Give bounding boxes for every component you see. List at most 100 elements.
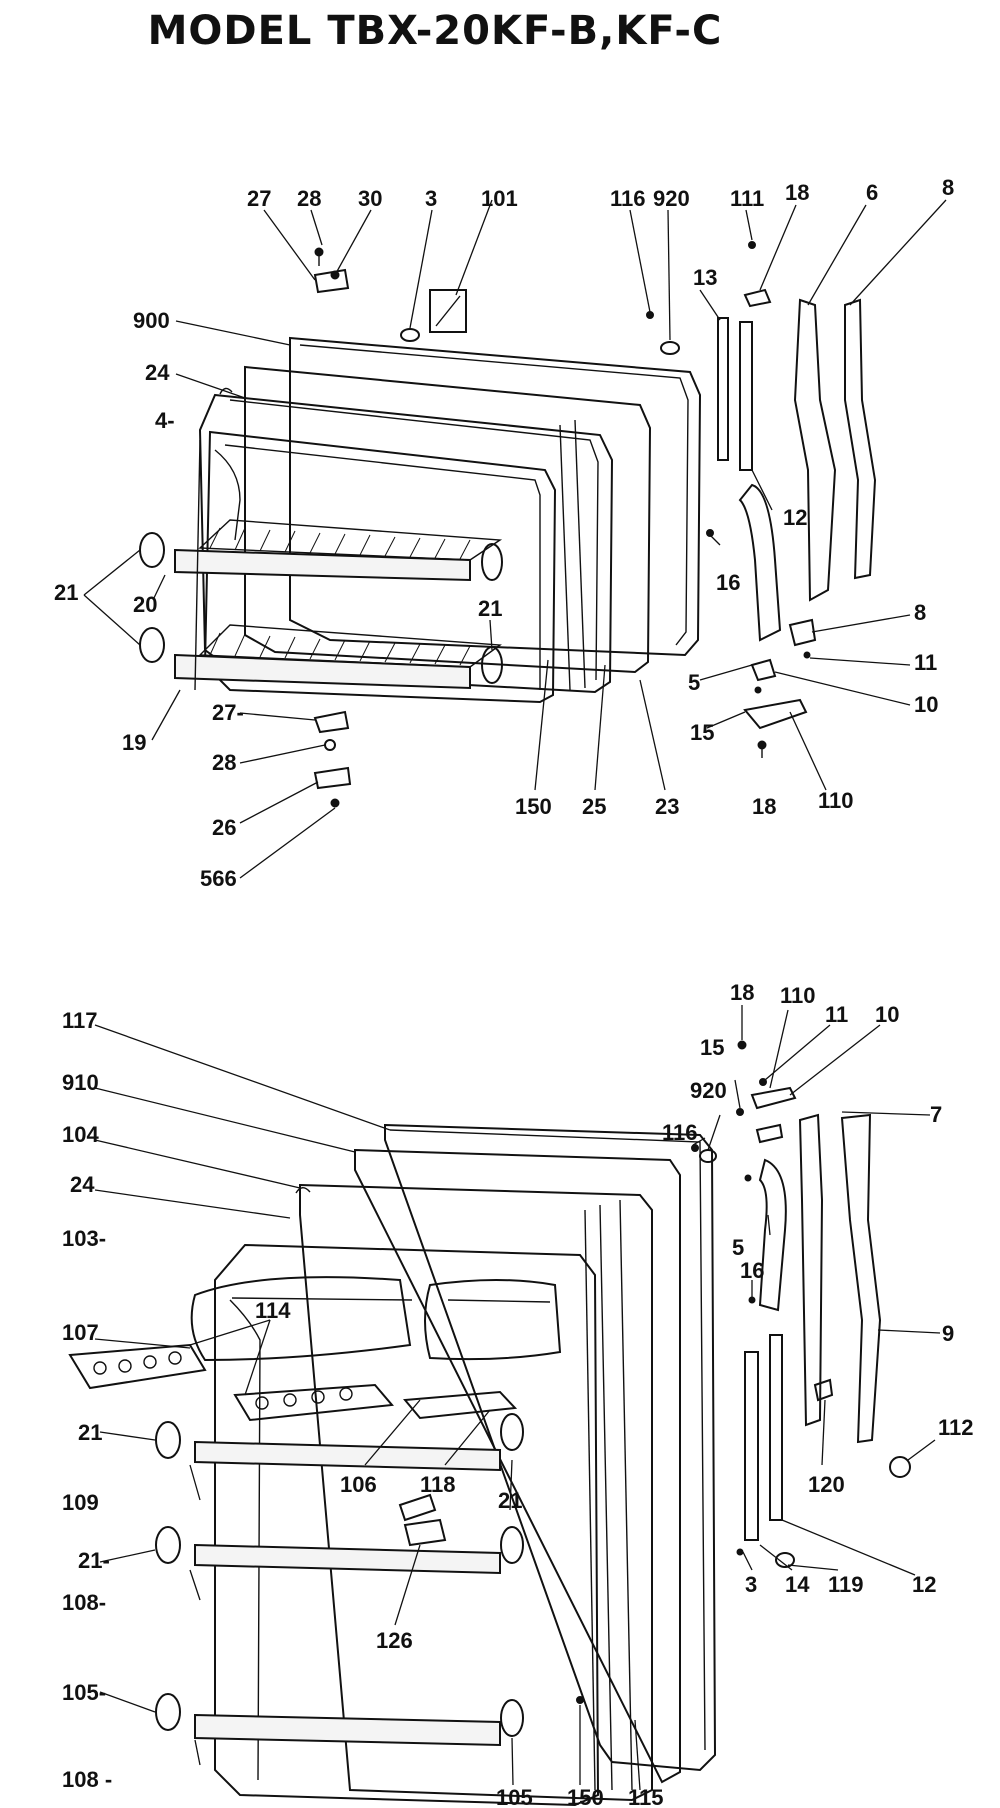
fresh-food-door-liner: [299, 1183, 653, 1802]
label-18: 18: [785, 180, 809, 205]
label-3b: 3: [745, 1572, 757, 1597]
label-25: 25: [582, 794, 606, 819]
freezer-hinge-bracket: [743, 698, 808, 730]
dairy-compartment-door-left: [190, 1276, 412, 1362]
door-shelf-middle: [194, 1543, 501, 1575]
label-150b: 150: [567, 1785, 604, 1808]
label-108b: 108 -: [62, 1767, 112, 1792]
freezer-hinge-trim: [793, 298, 837, 602]
label-19: 19: [122, 730, 146, 755]
label-115: 115: [628, 1785, 664, 1808]
label-109: 109: [62, 1490, 99, 1515]
label-15b: 15: [700, 1035, 724, 1060]
shelf-retainer: [403, 1518, 447, 1547]
egg-rack: [233, 1383, 394, 1422]
label-14: 14: [785, 1572, 810, 1597]
label-8b: 8: [914, 600, 926, 625]
freezer-door-assembly: [139, 241, 877, 808]
freezer-hinge: [738, 483, 782, 642]
label-23: 23: [655, 794, 679, 819]
label-11b: 11: [825, 1002, 848, 1027]
label-117: 117: [62, 1008, 98, 1033]
label-9: 9: [942, 1321, 954, 1346]
label-105a: 105-: [62, 1680, 106, 1705]
label-5b: 5: [732, 1235, 744, 1260]
label-10b: 10: [875, 1002, 899, 1027]
label-27b: 27-: [212, 700, 244, 725]
label-24b: 24: [70, 1172, 95, 1197]
label-12b: 12: [912, 1572, 936, 1597]
label-114: 114: [255, 1298, 291, 1323]
label-920: 920: [653, 186, 690, 211]
label-110: 110: [818, 788, 854, 813]
label-11: 11: [914, 650, 937, 675]
label-13: 13: [693, 265, 717, 290]
freezer-door-gasket: [244, 365, 652, 674]
label-12: 12: [783, 505, 807, 530]
label-112: 112: [938, 1415, 974, 1440]
fresh-food-handle: [840, 1113, 882, 1444]
label-18b: 18: [752, 794, 776, 819]
freezer-part-labels: 27 28 30 3 101 116 920 111 18 6 8 900 24…: [54, 175, 954, 891]
label-27: 27: [247, 186, 271, 211]
label-119: 119: [828, 1572, 864, 1597]
label-20: 20: [133, 592, 157, 617]
label-104: 104: [62, 1122, 99, 1147]
fresh-food-leader-lines: [94, 1005, 941, 1791]
fresh-food-door-gasket: [354, 1148, 681, 1784]
label-16b: 16: [740, 1258, 764, 1283]
fresh-food-door-assembly: [68, 1040, 911, 1807]
label-24: 24: [145, 360, 170, 385]
label-111: 111: [730, 186, 764, 211]
label-106: 106: [340, 1472, 377, 1497]
fresh-food-part-labels: 18 110 11 10 15 117 920 116 7 910 104 24…: [62, 980, 974, 1808]
label-21e: 21-: [78, 1548, 110, 1573]
fresh-food-hinge-trim: [798, 1113, 824, 1427]
freezer-top-cap: [429, 289, 467, 333]
label-108a: 108-: [62, 1590, 106, 1615]
freezer-door-liner: [198, 393, 614, 694]
label-18c: 18: [730, 980, 754, 1005]
label-150: 150: [515, 794, 552, 819]
label-28: 28: [297, 186, 321, 211]
label-107: 107: [62, 1320, 99, 1345]
label-8: 8: [942, 175, 954, 200]
label-120: 120: [808, 1472, 845, 1497]
butter-tray: [403, 1390, 518, 1420]
door-shelf-upper: [194, 1440, 501, 1472]
label-566: 566: [200, 866, 237, 891]
label-105b: 105: [496, 1785, 533, 1808]
label-116b: 116: [662, 1120, 698, 1145]
label-4: 4-: [155, 408, 175, 433]
label-118: 118: [420, 1472, 456, 1497]
label-101: 101: [481, 186, 518, 211]
label-28b: 28: [212, 750, 236, 775]
freezer-shelf-upper: [174, 548, 471, 582]
egg-tray: [68, 1343, 207, 1390]
label-21: 21: [54, 580, 78, 605]
diagram-title: MODEL TBX-20KF-B,KF-C: [147, 8, 723, 54]
label-900: 900: [133, 308, 170, 333]
freezer-shelf-upper-rack: [198, 519, 503, 561]
label-910: 910: [62, 1070, 99, 1095]
fresh-food-outer-door-panel: [384, 1123, 717, 1772]
label-30: 30: [358, 186, 382, 211]
freezer-leader-lines: [83, 199, 947, 879]
shelf-end-cap-upper: [139, 532, 165, 568]
freezer-shelf-lower-rack: [198, 624, 502, 668]
freezer-handle: [844, 298, 877, 580]
cap-plug: [889, 1456, 911, 1478]
door-shelf-lower: [194, 1713, 501, 1747]
label-16: 16: [716, 570, 740, 595]
label-920b: 920: [690, 1078, 727, 1103]
shelf-end-cap-lower: [139, 627, 165, 663]
label-21b: 21: [478, 596, 502, 621]
label-21d: 21: [498, 1488, 522, 1513]
label-15: 15: [690, 720, 714, 745]
label-21c: 21: [78, 1420, 102, 1445]
label-5: 5: [688, 670, 700, 695]
freezer-outer-door-panel: [289, 336, 702, 657]
label-126: 126: [376, 1628, 413, 1653]
label-10: 10: [914, 692, 938, 717]
